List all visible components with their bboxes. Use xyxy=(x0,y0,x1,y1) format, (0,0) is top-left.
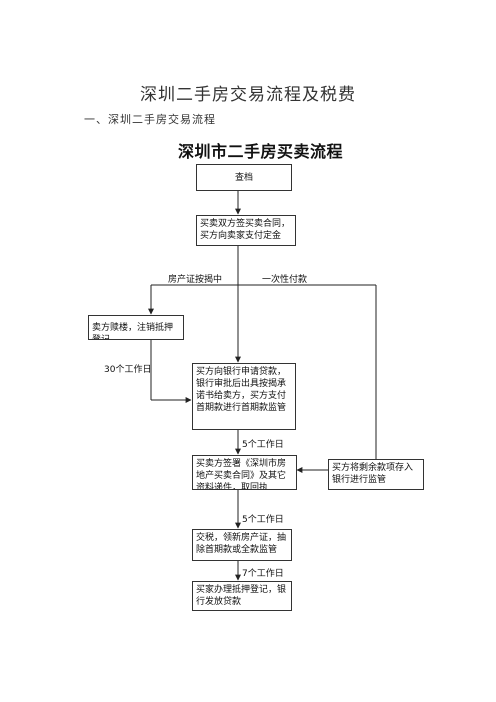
step-apply-loan-text: 买方向银行申请贷款，银行审批后出具按揭承诺书给卖方，买方支付首期款进行首期款监管 xyxy=(196,367,287,413)
step-escrow-funds: 买方将剩余款项存入银行进行监管 xyxy=(328,459,424,490)
step-check-title-text: 查档 xyxy=(234,173,253,183)
label-full-payment: 一次性付款 xyxy=(262,275,308,285)
label-five-days-1: 5个工作日 xyxy=(242,440,284,450)
label-mortgaged: 房产证按揭中 xyxy=(168,275,223,285)
flowchart-title: 深圳市二手房买卖流程 xyxy=(178,142,344,161)
step-check-title: 查档 xyxy=(196,164,292,191)
step-pay-tax: 交税，领新房产证，抽除首期款或全款监管 xyxy=(192,529,292,561)
step-redeem-mortgage: 卖方赎楼，注销抵押登记 xyxy=(88,315,184,340)
step-pay-tax-text: 交税，领新房产证，抽除首期款或全款监管 xyxy=(196,533,287,555)
step-sign-sale-contract: 买卖方签署《深圳市房地产买卖合同》及其它资料递件，取回执 xyxy=(192,455,297,490)
label-thirty-days: 30个工作日 xyxy=(104,365,152,375)
step-sign-contract-text: 买卖双方签买卖合同，买方向卖家支付定金 xyxy=(200,219,291,241)
document-title: 深圳二手房交易流程及税费 xyxy=(140,85,356,105)
label-five-days-2: 5个工作日 xyxy=(242,515,284,525)
step-sign-sale-contract-text: 买卖方签署《深圳市房地产买卖合同》及其它资料递件，取回执 xyxy=(196,459,287,490)
step-sign-contract: 买卖双方签买卖合同，买方向卖家支付定金 xyxy=(196,215,296,246)
step-mortgage-registration: 买家办理抵押登记，银行发放贷款 xyxy=(192,581,292,611)
step-redeem-mortgage-text: 卖方赎楼，注销抵押登记 xyxy=(92,323,174,340)
step-apply-loan: 买方向银行申请贷款，银行审批后出具按揭承诺书给卖方，买方支付首期款进行首期款监管 xyxy=(192,363,296,430)
label-seven-days: 7个工作日 xyxy=(242,569,284,579)
section-heading: 一、深圳二手房交易流程 xyxy=(84,113,216,126)
step-escrow-funds-text: 买方将剩余款项存入银行进行监管 xyxy=(332,463,414,485)
step-mortgage-registration-text: 买家办理抵押登记，银行发放贷款 xyxy=(196,585,287,607)
